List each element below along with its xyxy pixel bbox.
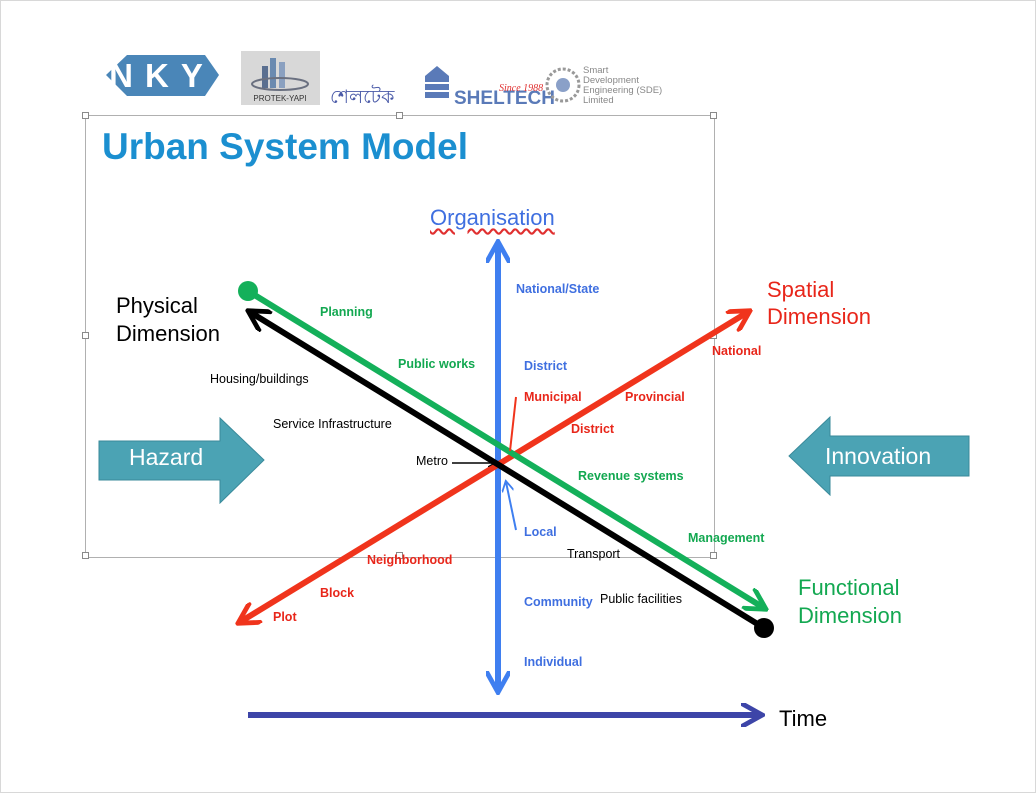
physical-axis [250,312,766,631]
org-level-national-state: National/State [516,282,600,296]
local-pointer [506,482,517,531]
sde-logo: Smart Development Engineering (SDE) Limi… [545,65,662,106]
resize-handle-tr[interactable] [710,112,717,119]
resize-handle-bl[interactable] [82,552,89,559]
functional-level-revenue-systems: Revenue systems [578,469,684,483]
svg-text:Since 1988: Since 1988 [499,83,543,94]
nky-logo: NKY [106,55,219,96]
innovation-label: Innovation [825,443,932,469]
physical-level-service-infrastructure: Service Infrastructure [273,417,392,431]
functional-level-planning: Planning [320,305,373,319]
municipal-pointer [509,396,517,452]
physical-level-transport: Transport [567,547,621,561]
spatial-level-neighborhood: Neighborhood [367,553,453,567]
spatial-level-plot: Plot [273,610,297,624]
logo-strip: NKY PROTEK-YAPI শেলটেক SHELTECH Since 19… [106,51,662,109]
spatial-level-provincial: Provincial [625,390,685,404]
resize-handle-top[interactable] [396,112,403,119]
physical-level-public-facilities: Public facilities [600,592,682,606]
spatial-level-district: District [571,422,615,436]
page-title: Urban System Model [102,126,468,167]
sheltech-logo: শেলটেক SHELTECH Since 1988 [330,66,555,109]
functional-label-line1: Functional [798,575,900,600]
svg-text:Development: Development [583,75,639,86]
spatial-level-national: National [712,344,762,358]
functional-label-line2: Dimension [798,603,902,628]
resize-handle-left[interactable] [82,332,89,339]
spatial-label-line2: Dimension [767,304,871,329]
functional-level-public-works: Public works [398,357,476,371]
spatial-level-municipal: Municipal [524,390,582,404]
physical-level-housing: Housing/buildings [210,372,309,386]
functional-level-management: Management [688,531,765,545]
physical-label-line2: Dimension [116,321,220,346]
organisation-label: Organisation [430,205,555,230]
svg-text:Engineering (SDE): Engineering (SDE) [583,85,662,96]
resize-handle-tl[interactable] [82,112,89,119]
functional-axis-start-dot [238,281,258,301]
hazard-label: Hazard [129,444,204,470]
svg-text:PROTEK-YAPI: PROTEK-YAPI [253,94,306,103]
time-label: Time [779,706,828,731]
physical-axis-end-dot [754,618,774,638]
svg-text:SHELTECH: SHELTECH [454,88,555,109]
org-level-local: Local [524,525,557,539]
hazard-arrow: Hazard [98,416,266,505]
spatial-level-block: Block [320,586,355,600]
org-level-individual: Individual [524,655,583,669]
spatial-label-line1: Spatial [767,277,835,302]
functional-axis [246,288,764,608]
spatial-level-metro: Metro [416,454,448,468]
org-level-community: Community [524,595,593,609]
svg-text:শেলটেক: শেলটেক [330,85,395,108]
innovation-arrow: Innovation [788,415,970,497]
org-level-district: District [524,359,568,373]
svg-text:NKY: NKY [109,57,215,94]
physical-label-line1: Physical [116,293,198,318]
spatial-axis [240,312,748,622]
svg-text:Smart: Smart [583,65,609,76]
protek-yapi-logo: PROTEK-YAPI [241,51,320,105]
svg-text:Limited: Limited [583,95,614,106]
